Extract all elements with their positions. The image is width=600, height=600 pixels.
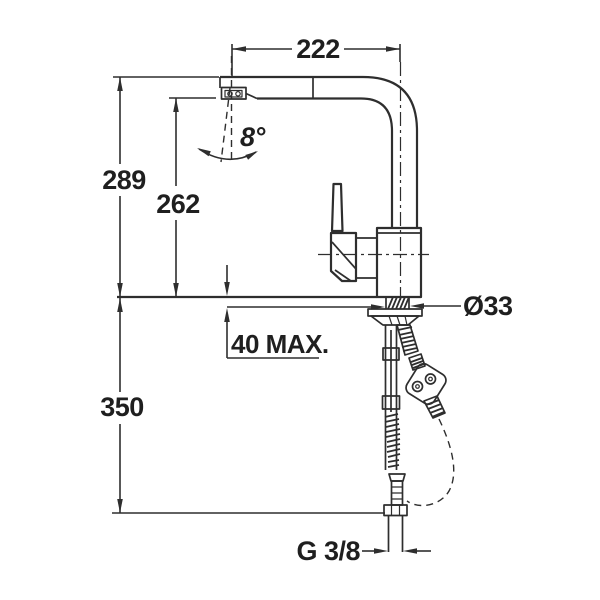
label-under-counter-length: 350 (100, 392, 144, 422)
hose-end-cone (388, 473, 406, 482)
weight-neck (408, 353, 426, 371)
label-hole-diameter: Ø33 (463, 291, 513, 321)
label-supply-connection: G 3/8 (296, 536, 360, 566)
tilted-axis-dashed (220, 87, 231, 163)
shank-thread-hatch (387, 296, 410, 310)
mounting-shank (367, 296, 423, 326)
dimension-g38: G 3/8 (296, 536, 431, 566)
hose-loop-dashed (406, 418, 455, 507)
label-max-counter-thickness: 40 MAX. (231, 329, 329, 359)
pullout-hose-and-weight (396, 324, 455, 507)
tube-coupling-upper (382, 347, 400, 361)
dimension-222: 222 (231, 34, 401, 77)
tube-coupling-lower (381, 395, 401, 410)
body-block (375, 226, 423, 299)
label-spout-reach: 222 (296, 34, 340, 64)
spout-inner-contour (257, 97, 394, 228)
label-swivel-angle: 8° (240, 122, 266, 152)
mounting-flange (367, 308, 423, 317)
label-spout-height: 262 (156, 189, 200, 219)
dimension-289: 289 (102, 76, 219, 297)
faucet-body (318, 62, 429, 300)
weight-screw-left (411, 380, 424, 393)
dimension-angle-8deg: 8° (197, 56, 266, 163)
dimension-40-max: 40 MAX. (224, 265, 385, 359)
hex-nut (383, 504, 408, 517)
dimension-350: 350 (100, 298, 385, 514)
tube-corrugation (384, 413, 401, 468)
dimension-diameter-33: Ø33 (410, 291, 514, 321)
mounting-nut (370, 315, 420, 326)
supply-tube (381, 325, 408, 552)
spout-outer-contour (220, 75, 419, 228)
label-total-height: 289 (102, 165, 146, 195)
hose-counterweight (405, 362, 447, 406)
weight-screw-right (424, 373, 437, 385)
faucet-spout-and-riser (219, 75, 419, 228)
aerator (220, 86, 258, 100)
handle-lever (329, 182, 377, 283)
dimension-262: 262 (156, 97, 216, 297)
connection-pipe (387, 515, 404, 552)
